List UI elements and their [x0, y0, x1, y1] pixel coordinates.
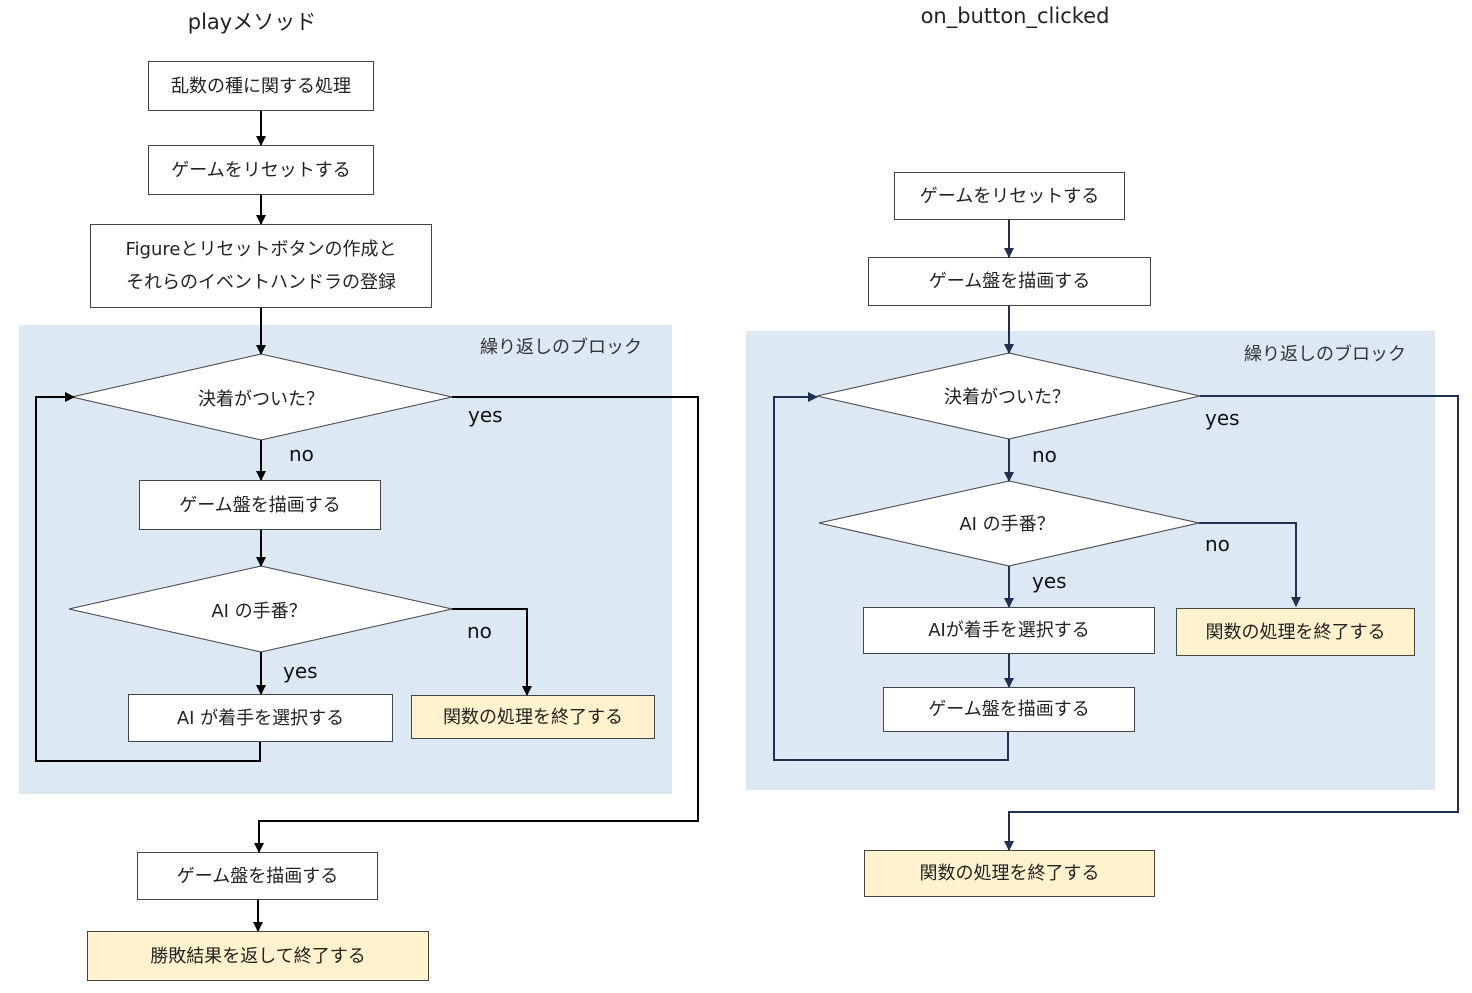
right-decided-label: 決着がついた？: [944, 387, 1070, 408]
left-no-label-1: no: [289, 442, 314, 466]
left-draw-final-box: ゲーム盤を描画する: [137, 852, 378, 900]
right-draw-in-loop-box: ゲーム盤を描画する: [883, 687, 1135, 732]
right-draw-first-box: ゲーム盤を描画する: [868, 257, 1151, 306]
right-no-label-1: no: [1032, 443, 1057, 467]
right-ai-turn-label: AI の手番？: [959, 514, 1055, 535]
left-yes-label-1: yes: [468, 403, 503, 427]
left-loop-label: 繰り返しのブロック: [480, 337, 642, 358]
right-reset-box: ゲームをリセットする: [894, 172, 1125, 220]
left-figure-box: Figureとリセットボタンの作成と それらのイベントハンドラの登録: [90, 224, 432, 308]
left-ai-turn-label: AI の手番？: [211, 601, 307, 622]
left-draw-in-loop-box: ゲーム盤を描画する: [139, 480, 381, 530]
right-ai-select-box: AIが着手を選択する: [863, 607, 1155, 654]
right-title: on_button_clicked: [920, 4, 1110, 28]
right-yes-label-1: yes: [1205, 406, 1240, 430]
right-loop-label: 繰り返しのブロック: [1244, 344, 1406, 365]
right-yes-label-2: yes: [1032, 569, 1067, 593]
right-no-label-2: no: [1205, 532, 1230, 556]
left-ai-select-box: AI が着手を選択する: [128, 694, 393, 742]
right-end-final-box: 関数の処理を終了する: [864, 850, 1155, 897]
left-title: playメソッド: [187, 10, 317, 34]
left-return-result-box: 勝敗結果を返して終了する: [87, 931, 429, 981]
left-figure-line1: Figureとリセットボタンの作成と: [125, 239, 397, 260]
left-no-label-2: no: [467, 619, 492, 643]
left-figure-line2: それらのイベントハンドラの登録: [126, 272, 396, 293]
left-reset-box: ゲームをリセットする: [148, 145, 374, 195]
left-yes-label-2: yes: [283, 659, 318, 683]
left-decided-label: 決着がついた？: [198, 389, 324, 410]
left-seed-box: 乱数の種に関する処理: [148, 61, 374, 111]
left-end-func-box: 関数の処理を終了する: [411, 695, 655, 739]
right-end-func-box: 関数の処理を終了する: [1176, 608, 1415, 656]
